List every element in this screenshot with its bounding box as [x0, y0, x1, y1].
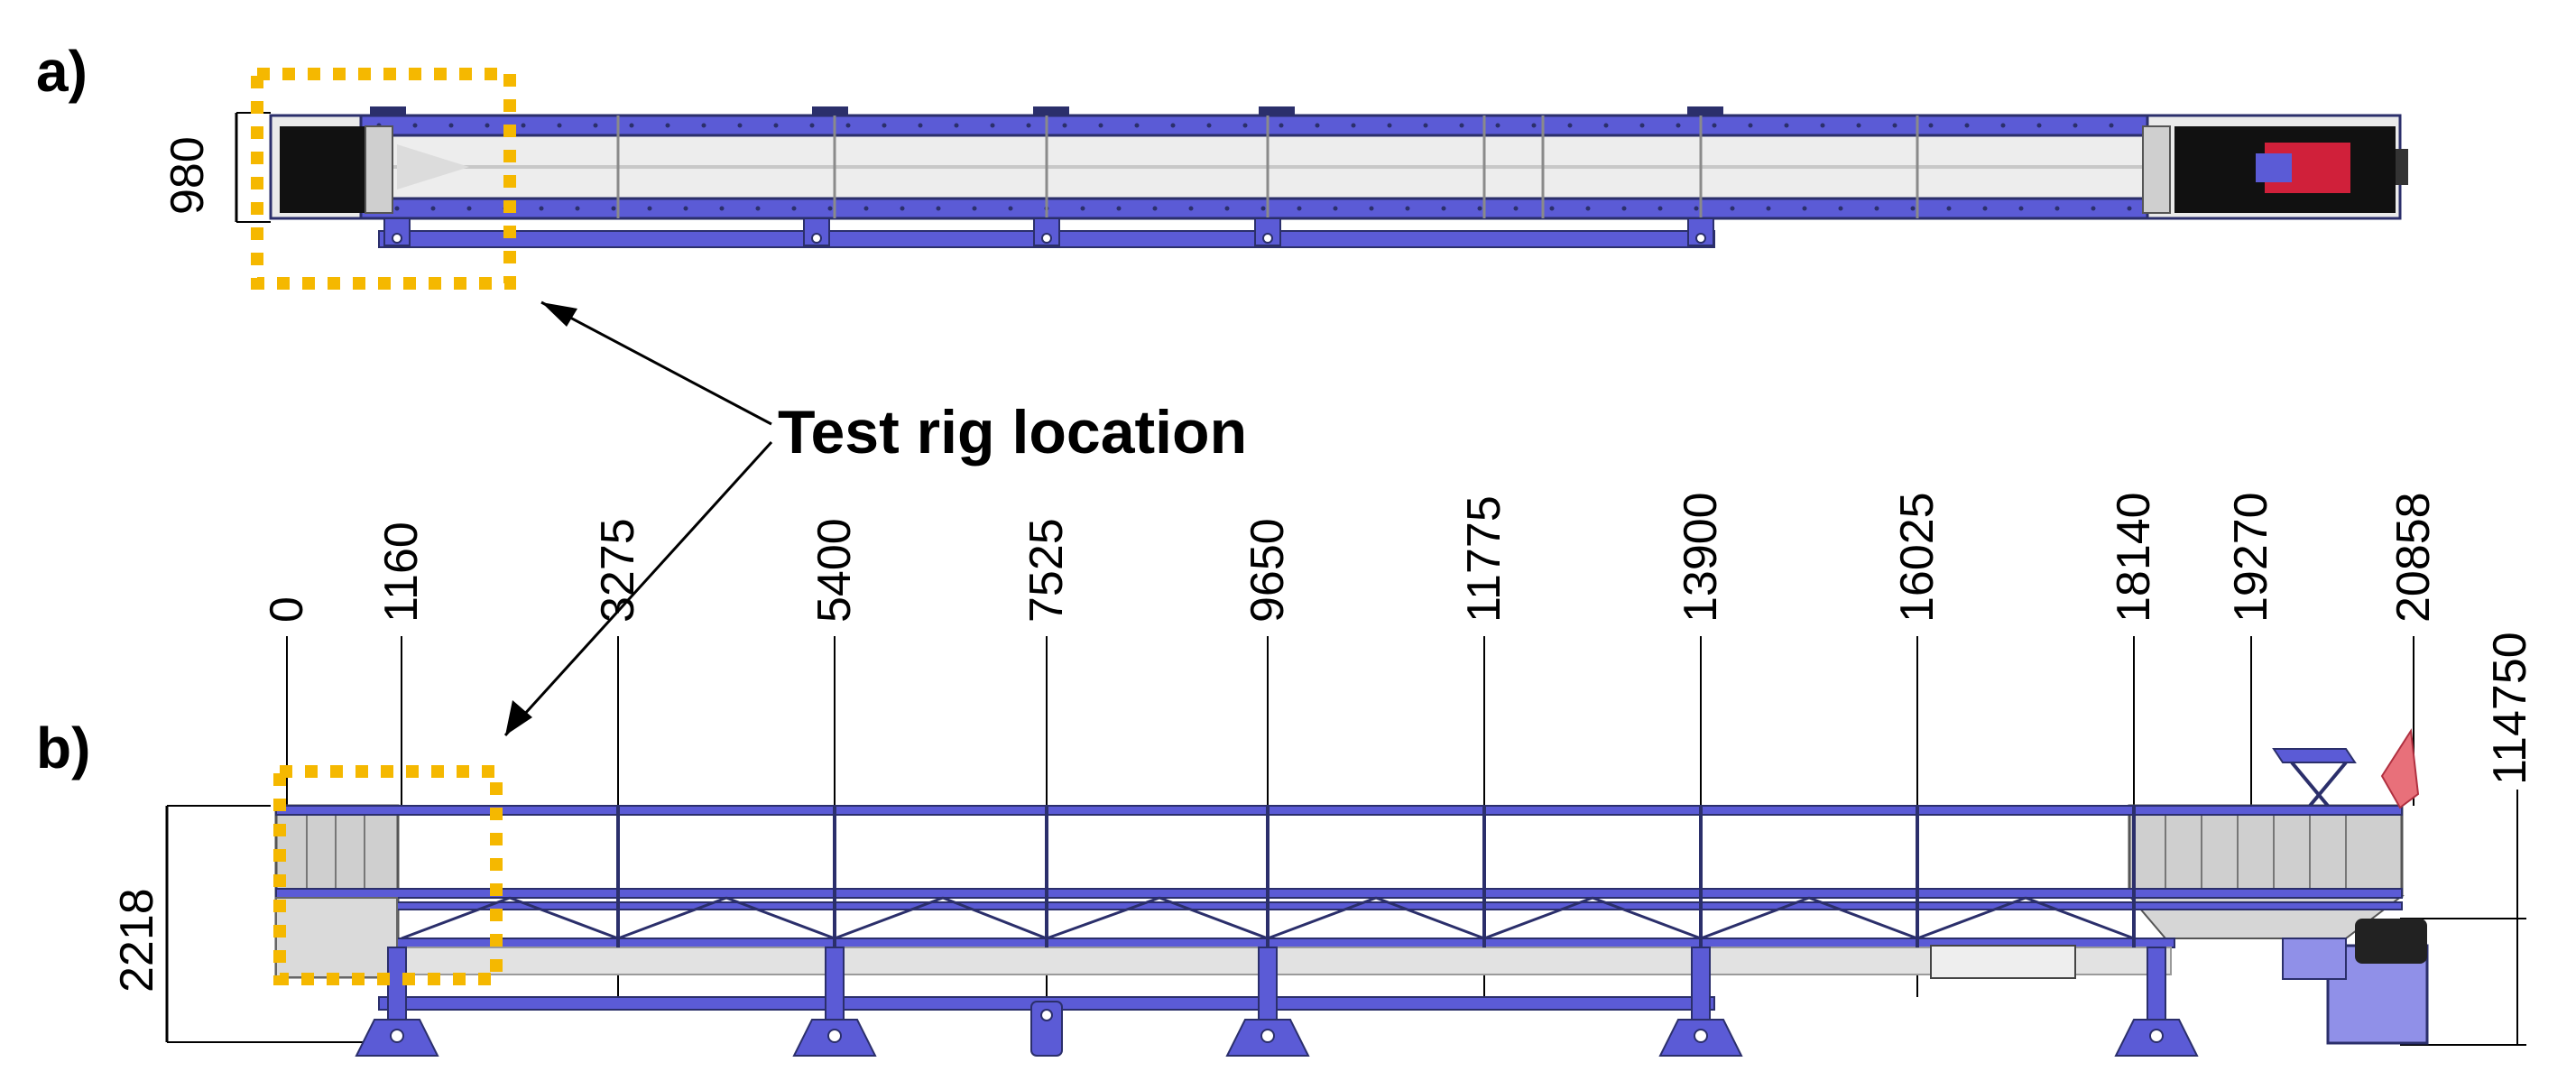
b-mid-chord — [275, 888, 2403, 899]
b-test-rig-box — [273, 765, 503, 985]
b-motor — [2355, 919, 2427, 964]
a-test-rig-box — [251, 68, 516, 290]
panel-b-label: b) — [36, 716, 91, 781]
b-red-guard — [2380, 728, 2420, 809]
b-return-belt — [275, 947, 2172, 975]
panel-a-label: a) — [36, 39, 88, 104]
side-view — [165, 636, 2526, 1057]
a-left-drum — [280, 126, 365, 213]
a-rail-bottom — [359, 197, 2149, 220]
b-right-box — [2128, 804, 2404, 898]
test-rig-callout: Test rig location — [778, 398, 1248, 466]
callout-arrows — [503, 300, 773, 737]
b-top-chord — [275, 805, 2403, 816]
a-rail-top — [359, 114, 2149, 137]
top-view — [235, 68, 2408, 290]
b-lower-chord — [378, 938, 2175, 948]
